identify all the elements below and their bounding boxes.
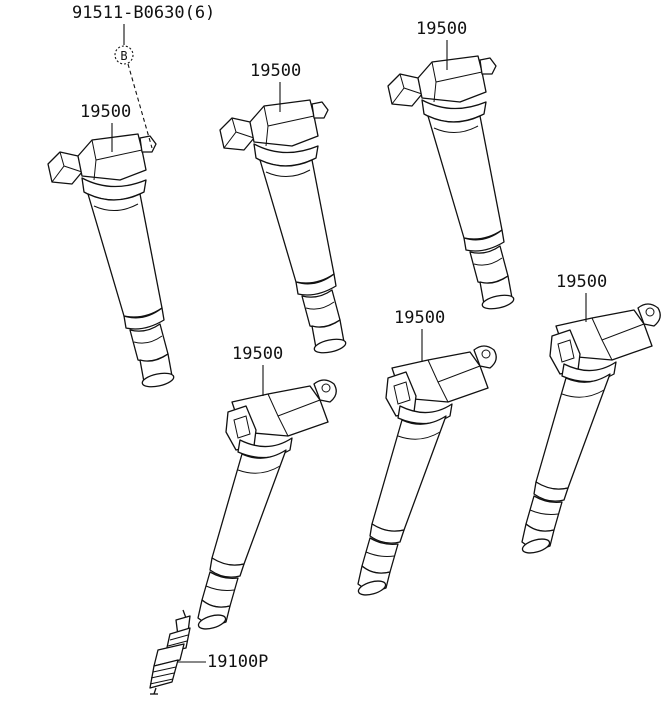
spark-plug-part-number: 19100P xyxy=(207,652,268,672)
coil-5-part-number: 19500 xyxy=(394,308,445,328)
bolt-part-number: 91511-B0630(6) xyxy=(72,3,215,23)
coil-4-part-number: 19500 xyxy=(232,344,283,364)
ignition-coil-3 xyxy=(387,55,516,312)
coil-3-part-number: 19500 xyxy=(416,19,467,39)
ignition-coil-6 xyxy=(520,303,661,557)
coil-6-part-number: 19500 xyxy=(556,272,607,292)
ignition-coil-5 xyxy=(356,345,497,599)
callout-b-letter: B xyxy=(120,49,127,63)
callout-b-circle xyxy=(114,45,134,65)
ignition-coil-1 xyxy=(47,133,176,390)
coil-2-part-number: 19500 xyxy=(250,61,301,81)
coil-1-part-number: 19500 xyxy=(80,102,131,122)
spark-plug xyxy=(149,609,191,695)
bolt-dashed-leader xyxy=(127,63,153,149)
ignition-coil-4 xyxy=(196,379,337,633)
ignition-coil-2 xyxy=(219,99,348,356)
